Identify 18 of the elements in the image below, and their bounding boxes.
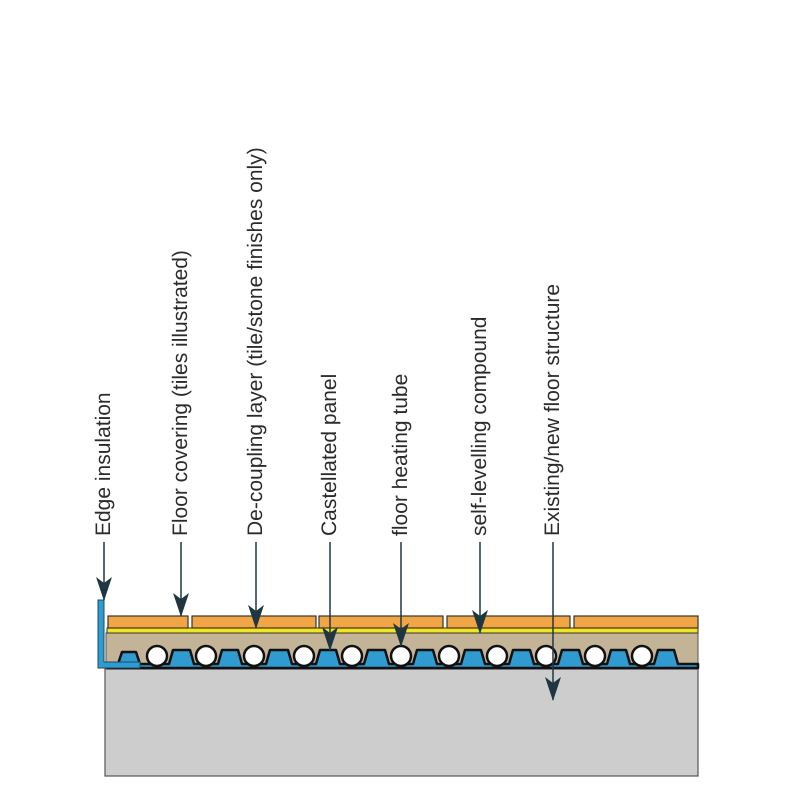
callout-label: De-coupling layer (tile/stone finishes only): [243, 147, 269, 536]
leader-arrow: [472, 542, 488, 634]
callout-label: Existing/new floor structure: [540, 284, 566, 536]
callout-label: Castellated panel: [317, 374, 343, 536]
leader-arrow: [322, 542, 338, 651]
callout-label: floor heating tube: [388, 374, 414, 536]
leader-arrow: [545, 542, 561, 701]
callout-label: self-levelling compound: [467, 316, 493, 536]
floor-tiles: [107, 615, 699, 629]
heating-tube: [390, 644, 412, 668]
floor-structure-block: [104, 668, 699, 777]
callout-label: Floor covering (tiles illustrated): [168, 250, 194, 536]
callout-label: Edge insulation: [91, 392, 117, 536]
leader-arrow: [393, 542, 409, 647]
leader-arrow: [248, 542, 264, 629]
edge-insulation-strip: [98, 600, 140, 668]
leader-arrow: [96, 542, 112, 601]
leader-arrow: [173, 542, 189, 617]
